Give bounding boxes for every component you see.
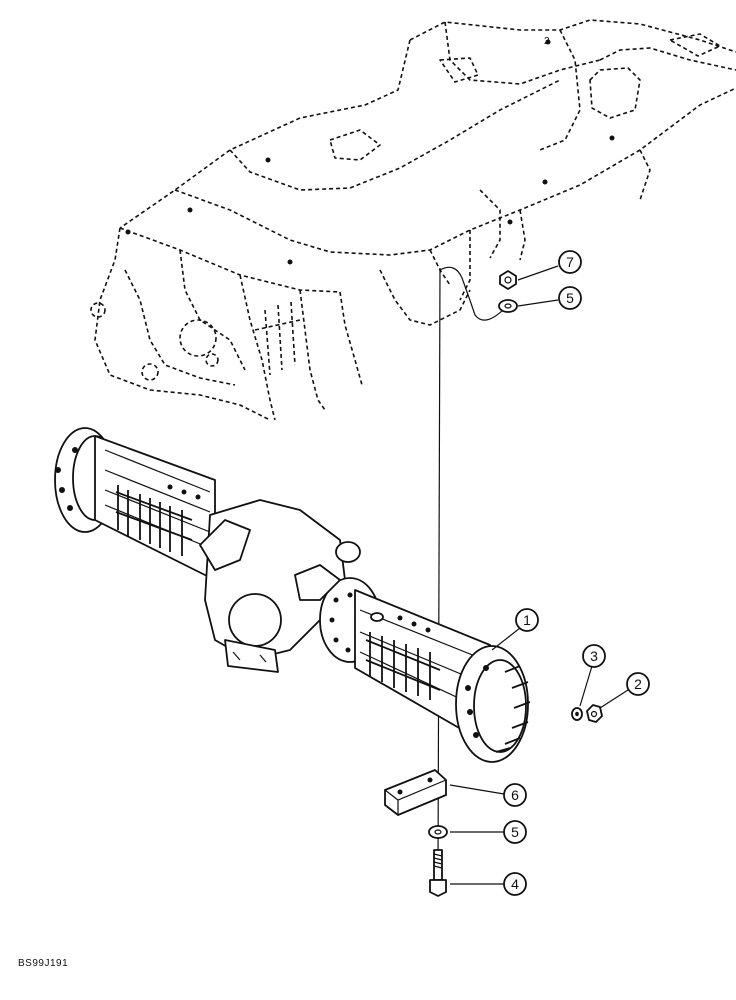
hub-nut — [586, 704, 603, 723]
hub-washer — [571, 707, 583, 721]
callout-1: 1 — [515, 608, 539, 632]
mounting-bolt — [429, 849, 447, 897]
callout-7: 7 — [558, 250, 582, 274]
callout-6: 6 — [503, 783, 527, 807]
axle-assembly — [54, 427, 531, 763]
callout-5-lower: 5 — [503, 820, 527, 844]
figure-code: BS99J191 — [18, 958, 69, 969]
callout-3: 3 — [582, 644, 606, 668]
tractor-frame-phantom — [90, 19, 736, 421]
frame-marker-text: 2 — [544, 36, 550, 47]
callout-3-label: 3 — [590, 648, 598, 664]
callout-2-label: 2 — [634, 676, 642, 692]
lower-washer — [428, 825, 448, 839]
callout-5-lower-label: 5 — [511, 824, 519, 840]
callout-5-upper: 5 — [558, 286, 582, 310]
frame-nut — [499, 270, 517, 290]
callout-1-label: 1 — [523, 612, 531, 628]
callout-5-upper-label: 5 — [566, 290, 574, 306]
callout-leaders — [449, 265, 629, 885]
callout-2: 2 — [626, 672, 650, 696]
frame-washer — [498, 299, 518, 313]
callout-4: 4 — [503, 872, 527, 896]
axle-cap-plate — [384, 769, 447, 816]
callout-7-label: 7 — [566, 254, 574, 270]
alignment-lines — [437, 266, 506, 871]
callout-4-label: 4 — [511, 876, 519, 892]
callout-6-label: 6 — [511, 787, 519, 803]
